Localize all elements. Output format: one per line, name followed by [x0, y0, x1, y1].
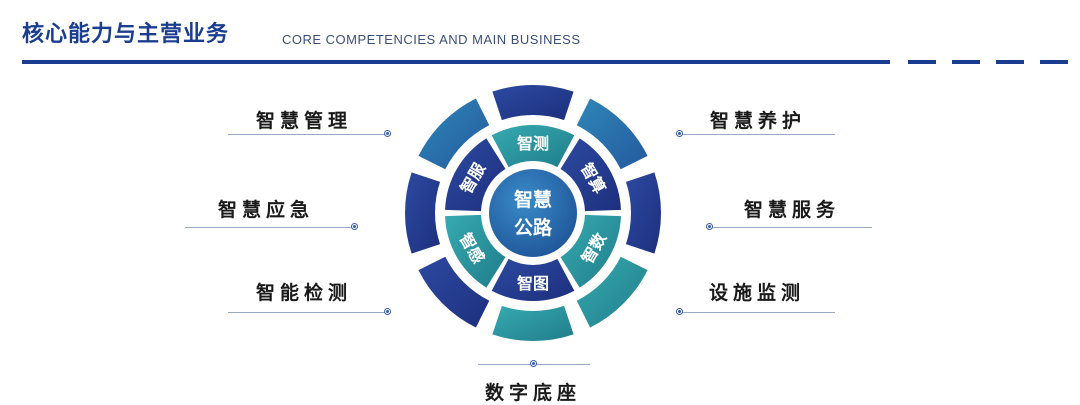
leader-line [478, 360, 590, 367]
leader-knob [351, 223, 358, 230]
leader-line [228, 130, 391, 137]
leader-knob [676, 308, 683, 315]
leader-line [706, 223, 872, 230]
outer-ring-segment [418, 98, 490, 170]
header-dash [952, 60, 980, 64]
feature-smart-maintenance: 智慧养护 [710, 110, 807, 132]
page-subtitle: CORE COMPETENCIES AND MAIN BUSINESS [282, 32, 581, 47]
feature-smart-management: 智慧管理 [256, 110, 353, 132]
header-dash [996, 60, 1024, 64]
inner-ring-segment [445, 214, 506, 288]
feature-smart-inspection: 智能检测 [256, 282, 353, 304]
outer-ring-segment [625, 172, 661, 254]
leader-line [676, 130, 835, 137]
inner-ring-label: 智测 [517, 134, 549, 153]
outer-ring-segment [492, 305, 574, 341]
leader-knob [676, 130, 683, 137]
feature-facility-monitoring: 设施监测 [709, 282, 806, 304]
inner-ring-segment [560, 138, 621, 212]
feature-smart-service: 智慧服务 [744, 199, 841, 221]
header-divider [22, 60, 890, 64]
outer-ring-segment [492, 85, 574, 121]
inner-ring [445, 125, 621, 301]
outer-ring-segment [576, 98, 648, 170]
inner-ring-label: 智图 [517, 274, 549, 293]
leader-line [228, 308, 391, 315]
leader-knob [384, 130, 391, 137]
leader-knob [530, 360, 537, 367]
inner-ring-segment [445, 138, 506, 212]
page-title: 核心能力与主营业务 [22, 22, 230, 47]
feature-smart-emergency: 智慧应急 [218, 199, 315, 221]
feature-digital-base: 数字底座 [485, 382, 582, 404]
outer-ring [404, 85, 661, 341]
center-label-line1: 智慧 [514, 188, 552, 211]
leader-line [185, 223, 358, 230]
center-hub [489, 169, 577, 257]
header-dash [1040, 60, 1068, 64]
leader-knob [384, 308, 391, 315]
header-dash [908, 60, 936, 64]
inner-ring-segment [560, 214, 621, 288]
inner-ring-segment [491, 125, 575, 168]
inner-ring-segment [491, 258, 575, 301]
outer-ring-segment [576, 256, 648, 328]
leader-knob [706, 223, 713, 230]
outer-ring-segment [418, 256, 490, 328]
leader-line [676, 308, 835, 315]
center-label-line2: 公路 [514, 216, 553, 239]
outer-ring-segment [404, 172, 441, 254]
